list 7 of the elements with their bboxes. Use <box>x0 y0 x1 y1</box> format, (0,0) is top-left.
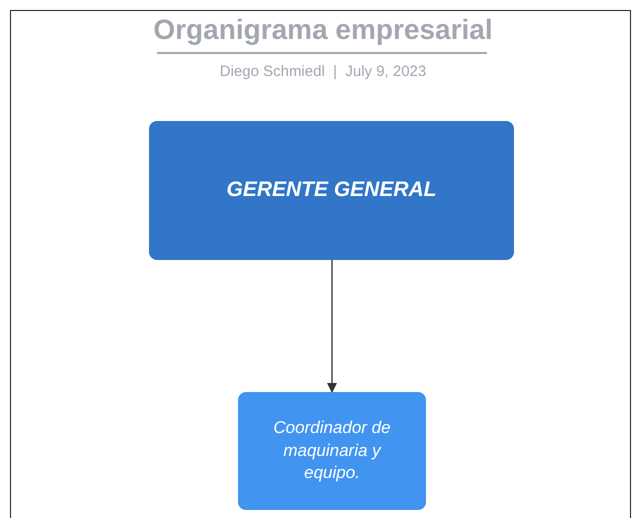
org-box <box>149 121 514 260</box>
arrow <box>327 260 337 393</box>
node-label: Coordinador de maquinaria y equipo. <box>272 416 392 484</box>
node-label: GERENTE GENERAL <box>226 177 437 204</box>
org-box <box>238 392 426 510</box>
title: Organigrama empresarial <box>152 14 494 46</box>
subtitle: Diego Schmiedl | July 9, 2023 <box>218 63 428 80</box>
